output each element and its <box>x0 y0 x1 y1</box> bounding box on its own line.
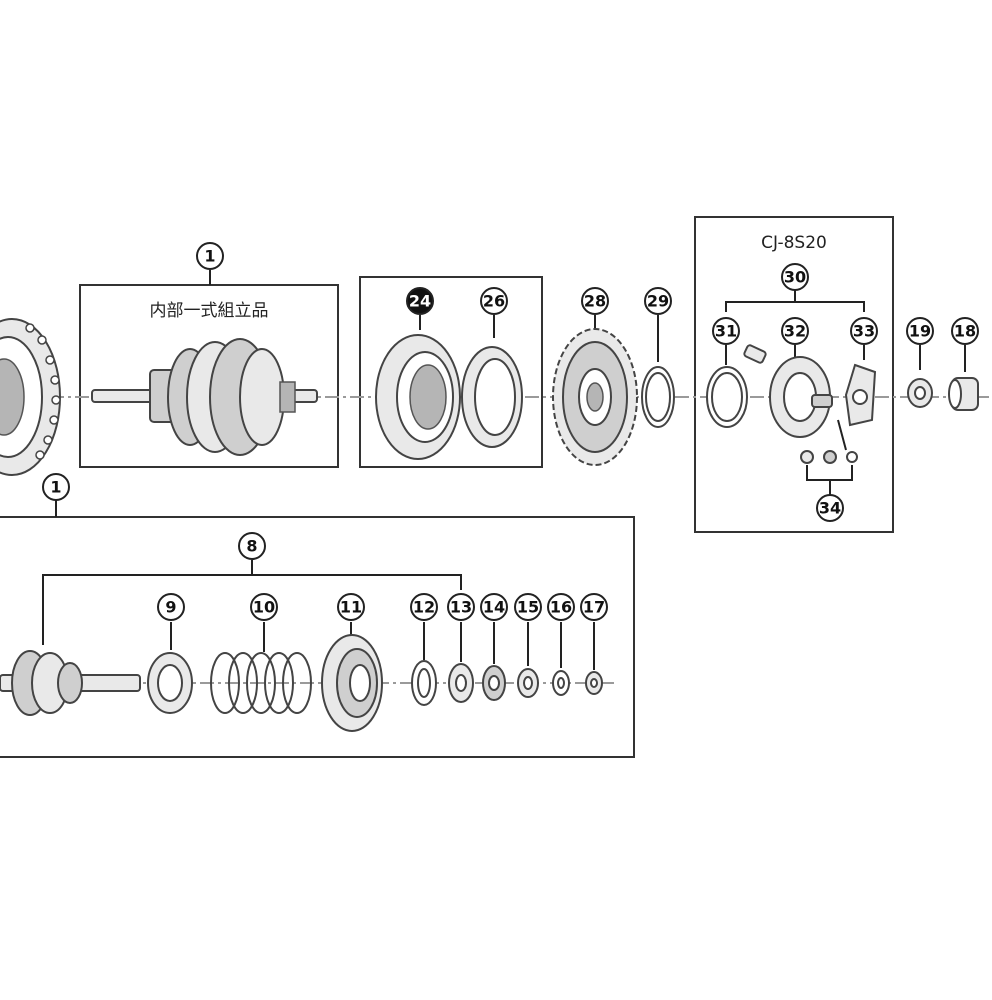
part-8-axle <box>0 650 141 716</box>
internal-assembly-part <box>91 338 318 456</box>
svg-text:31: 31 <box>715 322 737 341</box>
svg-text:10: 10 <box>253 598 275 617</box>
part-12-bearing <box>411 660 437 706</box>
svg-text:24: 24 <box>409 292 431 311</box>
part-24-cup <box>375 334 461 460</box>
callout-28: 28 <box>581 287 609 315</box>
svg-text:28: 28 <box>584 292 606 311</box>
kit-box <box>694 216 894 533</box>
callout-1-bottom: 1 <box>42 473 70 501</box>
svg-text:9: 9 <box>165 598 176 617</box>
part-33-plate <box>844 363 877 427</box>
svg-text:19: 19 <box>909 322 931 341</box>
part-11-driver <box>321 634 383 732</box>
callout-16: 16 <box>547 593 575 621</box>
callout-14: 14 <box>480 593 508 621</box>
svg-text:34: 34 <box>819 499 841 518</box>
part-14-nut <box>482 665 506 701</box>
callout-32: 32 <box>781 317 809 345</box>
callout-1-top: 1 <box>196 242 224 270</box>
part-32-joint <box>743 344 833 438</box>
svg-text:1: 1 <box>204 247 215 266</box>
part-28-sprocket <box>552 328 638 466</box>
svg-text:11: 11 <box>340 598 362 617</box>
callout-9: 9 <box>157 593 185 621</box>
svg-text:26: 26 <box>483 292 505 311</box>
svg-text:17: 17 <box>583 598 605 617</box>
svg-text:14: 14 <box>483 598 505 617</box>
part-34-screws <box>800 450 858 464</box>
part-31-ring <box>706 366 748 428</box>
svg-text:15: 15 <box>517 598 539 617</box>
callout-24: 24 <box>406 287 434 315</box>
callout-31: 31 <box>712 317 740 345</box>
callout-34: 34 <box>816 494 844 522</box>
callout-29: 29 <box>644 287 672 315</box>
part-17-nut <box>585 671 603 695</box>
svg-text:29: 29 <box>647 292 669 311</box>
callout-10: 10 <box>250 593 278 621</box>
callout-11: 11 <box>337 593 365 621</box>
part-29-snapring <box>641 366 675 428</box>
callout-8: 8 <box>238 532 266 560</box>
callout-33: 33 <box>850 317 878 345</box>
part-10-spring <box>210 652 312 714</box>
lower-assembly-box <box>0 516 635 758</box>
callout-19: 19 <box>906 317 934 345</box>
internal-assembly-label: 内部一式組立品 <box>150 301 269 321</box>
svg-text:30: 30 <box>784 268 806 287</box>
part-16-washer <box>552 670 570 696</box>
callout-30: 30 <box>781 263 809 291</box>
part-19-nut <box>907 378 933 408</box>
part-15-nut <box>517 668 539 698</box>
svg-text:16: 16 <box>550 598 572 617</box>
svg-text:13: 13 <box>450 598 472 617</box>
svg-text:8: 8 <box>246 537 257 556</box>
svg-text:18: 18 <box>954 322 976 341</box>
cone-box <box>359 276 543 468</box>
callout-15: 15 <box>514 593 542 621</box>
part-9-sleeve <box>147 652 193 714</box>
kit-code-label: CJ-8S20 <box>761 233 827 253</box>
part-13-cone <box>448 663 474 703</box>
svg-text:1: 1 <box>50 478 61 497</box>
part-18-cap <box>948 377 979 411</box>
hub-shell <box>0 318 61 476</box>
svg-text:33: 33 <box>853 322 875 341</box>
svg-text:12: 12 <box>413 598 435 617</box>
svg-text:32: 32 <box>784 322 806 341</box>
callout-13: 13 <box>447 593 475 621</box>
callout-18: 18 <box>951 317 979 345</box>
callout-26: 26 <box>480 287 508 315</box>
part-26-dustcap <box>461 346 523 448</box>
callout-17: 17 <box>580 593 608 621</box>
callout-12: 12 <box>410 593 438 621</box>
